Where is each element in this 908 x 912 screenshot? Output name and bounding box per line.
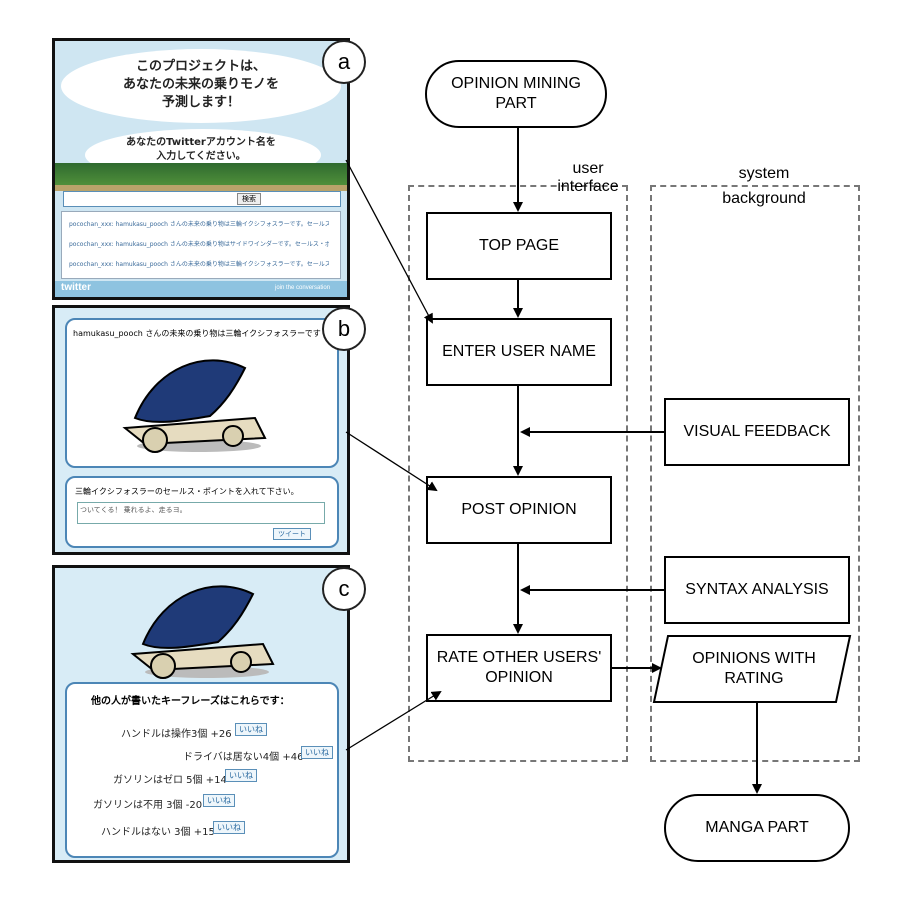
syntax-analysis-box: SYNTAX ANALYSIS: [664, 556, 850, 624]
like-button[interactable]: いいね: [301, 746, 333, 759]
like-button[interactable]: いいね: [225, 769, 257, 782]
tweet-item: pocochan_xxx: hamukasu_pooch さんの未来の乗り物はサ…: [69, 241, 329, 248]
keyphrase-item: ドライバは居ない4個 +46: [183, 752, 304, 763]
cloud: [61, 49, 341, 123]
headline-line-3: 予測します！: [161, 95, 240, 110]
vehicle-illustration: [130, 585, 275, 679]
visual-feedback-box: VISUAL FEEDBACK: [664, 398, 850, 466]
pointer-panel-a-to-enter-user-name: [345, 159, 433, 324]
system-background-label: system background: [722, 165, 806, 207]
keyphrase-item: ガソリンはゼロ 5個 +14: [113, 775, 227, 786]
opinion-mining-part-terminal: OPINION MINING PART: [425, 60, 607, 128]
vehicle-body: [133, 359, 247, 423]
screenshot-panel-b: hamukasu_pooch さんの未来の乗り物は三輪イクシフォスラーです 三輪…: [52, 305, 350, 555]
tweet-list: [61, 211, 341, 279]
vehicle-wheel: [142, 427, 168, 453]
enter-user-name-box: ENTER USER NAME: [426, 318, 612, 386]
headline-line-2: あなたの未来の乗りモノを: [122, 77, 279, 92]
keyphrase-item: ハンドルはない 3個 +15: [101, 827, 215, 838]
town-skyline: [55, 163, 347, 185]
vehicle-wheel: [222, 425, 244, 447]
vehicle-wheel: [230, 651, 252, 673]
search-button[interactable]: 検索: [237, 193, 261, 205]
post-opinion-box: POST OPINION: [426, 476, 612, 544]
top-page-box: TOP PAGE: [426, 212, 612, 280]
screenshot-panel-c: 他の人が書いたキーフレーズはこれらです： ハンドルは操作3個 +26 いいね ド…: [52, 565, 350, 863]
like-button[interactable]: いいね: [235, 723, 267, 736]
vehicle-wheel: [150, 653, 176, 679]
result-title: hamukasu_pooch さんの未来の乗り物は三輪イクシフォスラーです: [73, 329, 321, 338]
tweet-item: pocochan_xxx: hamukasu_pooch さんの未来の乗り物は三…: [69, 221, 329, 228]
keyphrase-item: ガソリンは不用 3個 -20: [93, 800, 203, 811]
opinion-input[interactable]: ついてくる！ 乗れるよ、走るヨ。: [77, 502, 325, 524]
system-background-region: [650, 185, 860, 762]
headline-line-1: このプロジェクトは、: [135, 59, 266, 74]
screenshot-panel-a: このプロジェクトは、 あなたの未来の乗りモノを 予測します！ あなたのTwitt…: [52, 38, 350, 300]
prompt-line-1: あなたのTwitterアカウント名を: [126, 137, 276, 148]
tweet-item: pocochan_xxx: hamukasu_pooch さんの未来の乗り物は三…: [69, 261, 329, 268]
manga-part-terminal: MANGA PART: [664, 794, 850, 862]
prompt-line-2: 入力してください。: [156, 151, 246, 162]
pointer-panel-b-to-post-opinion: [345, 431, 438, 492]
panel-label-b: b: [322, 307, 366, 351]
keyphrase-item: ハンドルは操作3個 +26: [121, 729, 232, 740]
like-button[interactable]: いいね: [213, 821, 245, 834]
opinion-prompt: 三輪イクシフォスラーのセールス・ポイントを入れて下さい。: [75, 487, 299, 496]
ground-strip: [55, 185, 347, 191]
like-button[interactable]: いいね: [203, 794, 235, 807]
opinions-with-rating-label: OPINIONS WITH RATING: [692, 650, 816, 687]
vehicle-illustration: [122, 359, 267, 453]
footer-link[interactable]: join the conversation: [275, 285, 331, 291]
opinions-with-rating-shape: [652, 635, 852, 703]
twitter-logo: twitter: [61, 282, 91, 293]
panel-footer: [55, 281, 347, 297]
vehicle-body: [141, 585, 255, 649]
keyphrase-heading: 他の人が書いたキーフレーズはこれらです：: [91, 696, 290, 707]
rate-other-users-box: RATE OTHER USERS' OPINION: [426, 634, 612, 702]
pointer-panel-c-to-rate: [345, 690, 442, 751]
keyphrase-card: [65, 682, 339, 858]
username-input[interactable]: [63, 191, 341, 207]
post-opinion-button[interactable]: ツイート: [273, 528, 311, 540]
panel-label-c: c: [322, 567, 366, 611]
panel-label-a: a: [322, 40, 366, 84]
user-interface-label: user interface: [557, 160, 619, 195]
